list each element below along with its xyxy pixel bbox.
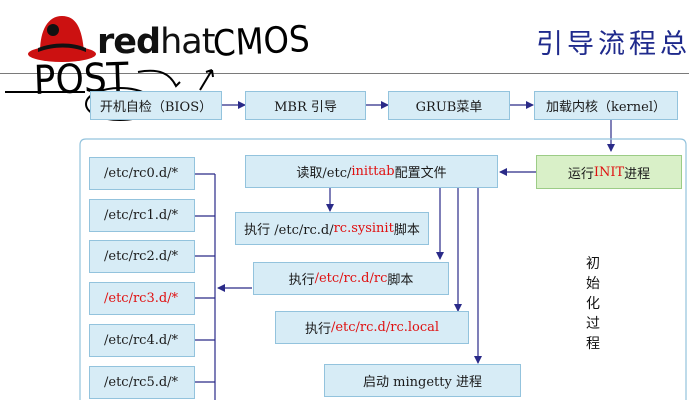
side-char: 初 <box>586 256 600 272</box>
rc-dir-item: /etc/rc0.d/* <box>89 157 195 190</box>
run-init-box: 运行 INIT 进程 <box>536 155 682 189</box>
run-rc-local-box: 执行/etc/rc.d/rc.local <box>275 311 469 344</box>
side-char: 始 <box>586 276 600 292</box>
init-process-label: 初 始 化 过 程 <box>584 254 602 354</box>
rc-dir-item: /etc/rc4.d/* <box>89 324 195 357</box>
redhat-wordmark: redhat <box>97 22 215 62</box>
rc-dir-item: /etc/rc5.d/* <box>89 366 195 399</box>
load-kernel-box: 加载内核（kernel） <box>534 91 678 120</box>
rc-dir-item: /etc/rc1.d/* <box>89 199 195 232</box>
title-underline <box>0 73 689 74</box>
start-mingetty-box: 启动 mingetty 进程 <box>324 364 521 397</box>
run-sysinit-box: 执行 /etc/rc.d/rc.sysinit 脚本 <box>235 212 429 245</box>
grub-menu-box: GRUB菜单 <box>388 91 510 120</box>
rc-dir-item: /etc/rc2.d/* <box>89 240 195 273</box>
mbr-boot-box: MBR 引导 <box>245 91 366 120</box>
rc-dir-item: /etc/rc3.d/* <box>89 282 195 315</box>
side-char: 程 <box>586 336 600 352</box>
redhat-logo-icon <box>28 16 96 62</box>
bios-post-box: 开机自检（BIOS） <box>90 91 222 120</box>
side-char: 过 <box>586 316 600 332</box>
slide-title: 引导流程总 <box>536 29 689 60</box>
side-char: 化 <box>586 296 600 312</box>
